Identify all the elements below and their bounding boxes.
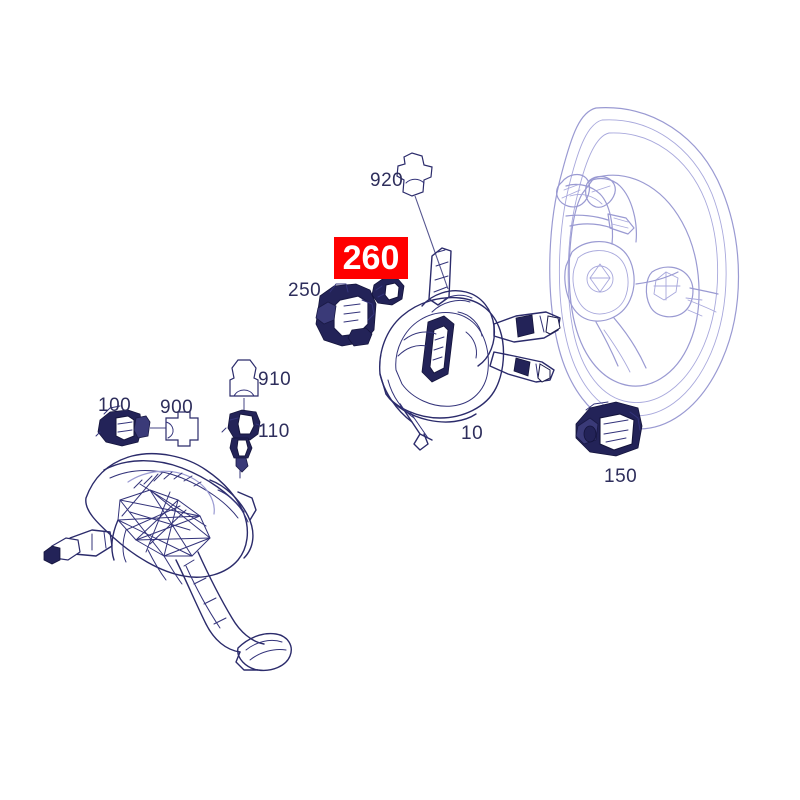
highlighted-part-number-text: 260: [342, 239, 400, 277]
part-250-switch: [315, 283, 377, 347]
part-110-sensor: [221, 409, 263, 479]
callout-10: 10: [461, 423, 484, 444]
part-900-clip: [165, 411, 199, 447]
callout-250: 250: [288, 280, 322, 301]
part-100-connector: [95, 405, 166, 447]
callout-920: 920: [370, 170, 404, 191]
part-150-connector: [575, 401, 643, 457]
callout-910: 910: [258, 369, 292, 390]
callout-100: 100: [98, 395, 132, 416]
pedal-assembly-illustration: [43, 453, 292, 672]
highlighted-part-number-badge: 260: [334, 237, 408, 279]
callout-900: 900: [160, 397, 194, 418]
part-10-column-module: [379, 247, 561, 451]
part-260-connector: [371, 277, 405, 306]
callout-150: 150: [604, 466, 638, 487]
steering-wheel-illustration: [549, 107, 740, 430]
part-920-bolt: [396, 152, 449, 290]
part-910-bolt: [229, 359, 259, 414]
callout-110: 110: [258, 421, 290, 442]
